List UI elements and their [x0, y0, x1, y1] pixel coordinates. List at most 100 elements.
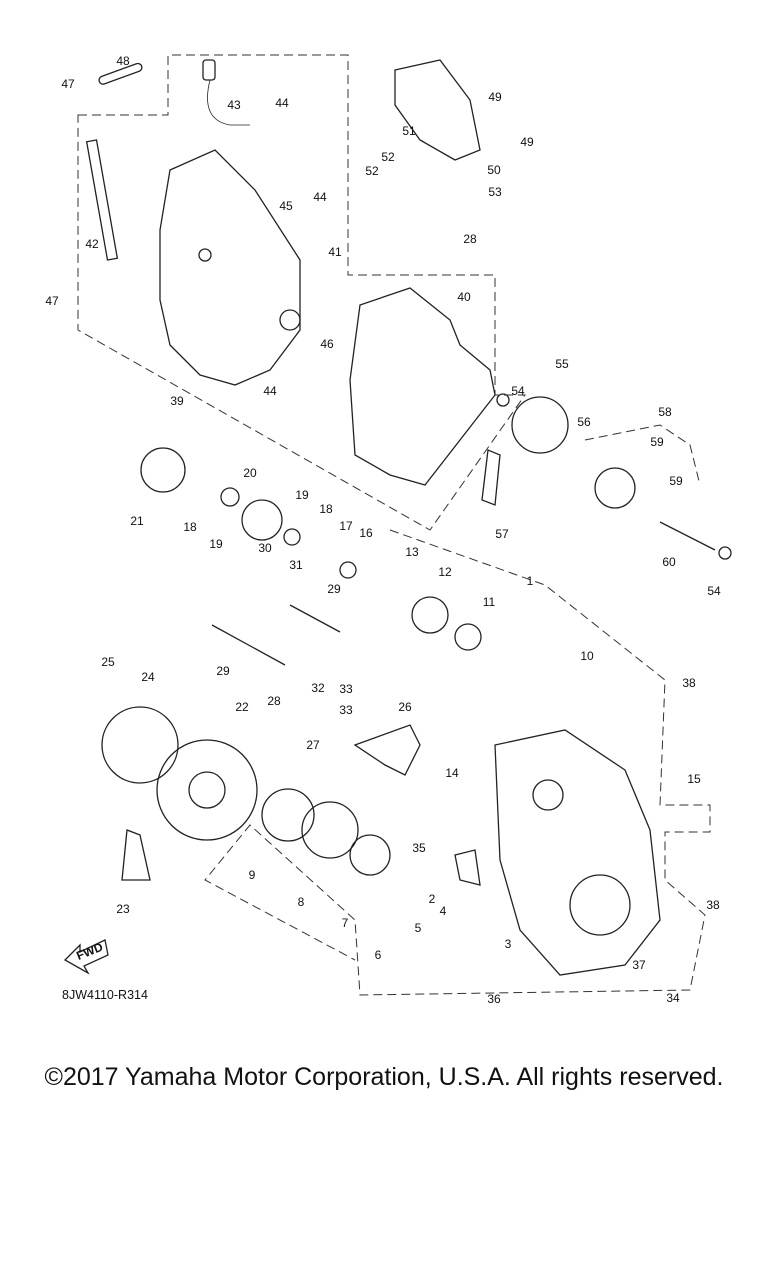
shaft-29 — [211, 624, 286, 666]
part-number-label: 38 — [706, 898, 720, 912]
motor-assembly — [394, 59, 481, 161]
shaft-60 — [659, 521, 716, 551]
part-number-label: 31 — [289, 558, 303, 572]
part-number-label: 27 — [306, 738, 320, 752]
part-number-label: 47 — [45, 294, 59, 308]
part-number-label: 33 — [339, 682, 353, 696]
part-number-label: 36 — [487, 992, 501, 1006]
cover-hole — [198, 248, 212, 262]
part-number-label: 24 — [141, 670, 155, 684]
part-number-label: 12 — [438, 565, 452, 579]
part-number-label: 59 — [650, 435, 664, 449]
part-number-label: 54 — [707, 584, 721, 598]
oring-9 — [261, 788, 315, 842]
chain-57 — [481, 449, 501, 506]
part-number-label: 11 — [483, 595, 496, 609]
part-number-label: 58 — [658, 405, 672, 419]
part-number-label: 49 — [488, 90, 502, 104]
part-number-label: 56 — [577, 415, 591, 429]
part-number-label: 22 — [235, 700, 249, 714]
part-number-label: 26 — [398, 700, 412, 714]
part-number-label: 59 — [669, 474, 683, 488]
part-number-label: 54 — [511, 384, 525, 398]
chain-23 — [121, 829, 151, 881]
part-number-label: 10 — [580, 649, 594, 663]
part-number-label: 52 — [365, 164, 379, 178]
seal-7 — [349, 834, 391, 876]
part-number-label: 43 — [227, 98, 241, 112]
part-number-label: 14 — [445, 766, 459, 780]
part-number-label: 32 — [311, 681, 325, 695]
part-number-label: 19 — [209, 537, 223, 551]
gear-22-hub — [188, 771, 226, 809]
sensor — [202, 59, 216, 81]
part-number-label: 37 — [632, 958, 646, 972]
part-number-label: 39 — [170, 394, 184, 408]
part-number-label: 49 — [520, 135, 534, 149]
part-number-label: 29 — [216, 664, 230, 678]
part-number-label: 35 — [412, 841, 426, 855]
part-number-label: 57 — [495, 527, 509, 541]
cover-hole — [279, 309, 301, 331]
part-number-label: 7 — [342, 916, 349, 930]
washer — [496, 393, 510, 407]
part-number-label: 28 — [463, 232, 477, 246]
part-number-label: 15 — [687, 772, 701, 786]
washer — [718, 546, 732, 560]
bar-48 — [98, 62, 143, 85]
case-bearing — [532, 779, 564, 811]
part-number-label: 21 — [130, 514, 144, 528]
group-outline-sprocket — [584, 424, 701, 486]
part-number-label: 23 — [116, 902, 130, 916]
sensor-wire — [207, 79, 250, 126]
part-number-label: 30 — [258, 541, 272, 555]
part-number-label: 5 — [415, 921, 422, 935]
part-number-label: 44 — [275, 96, 289, 110]
part-number-label: 42 — [85, 237, 99, 251]
part-number-label: 38 — [682, 676, 696, 690]
part-number-label: 34 — [666, 991, 680, 1005]
part-number-label: 20 — [243, 466, 257, 480]
part-number-label: 48 — [116, 54, 130, 68]
copyright-notice: ©2017 Yamaha Motor Corporation, U.S.A. A… — [44, 1063, 724, 1091]
part-number-label: 25 — [101, 655, 115, 669]
part-number-label: 8 — [298, 895, 305, 909]
gasket — [349, 287, 496, 486]
gear-21 — [140, 447, 186, 493]
gear-24 — [101, 706, 179, 784]
part-number-label: 2 — [429, 892, 436, 906]
part-number-label: 47 — [61, 77, 75, 91]
shaft-29 — [289, 604, 341, 633]
part-number-label: 4 — [440, 904, 447, 918]
part-number-label: 3 — [505, 937, 512, 951]
part-number-label: 50 — [487, 163, 501, 177]
washer — [283, 528, 301, 546]
case-boss — [569, 874, 631, 936]
part-number-label: 45 — [279, 199, 293, 213]
part-number-label: 40 — [457, 290, 471, 304]
part-number-label: 44 — [263, 384, 277, 398]
part-number-label: 52 — [381, 150, 395, 164]
part-number-label: 55 — [555, 357, 569, 371]
fwd-arrow-icon: FWD — [63, 939, 109, 975]
bearing-12 — [411, 596, 449, 634]
sprocket-55 — [511, 396, 569, 454]
gear-20 — [241, 499, 283, 541]
part-number-label: 19 — [295, 488, 309, 502]
diagram-code: 8JW4110-R314 — [62, 988, 148, 1002]
part-number-label: 51 — [402, 124, 416, 138]
group-outline-cover — [77, 54, 526, 531]
case — [494, 729, 661, 976]
part-number-label: 17 — [339, 519, 353, 533]
part-number-label: 33 — [339, 703, 353, 717]
bearing-8 — [301, 801, 359, 859]
case-cover — [159, 149, 301, 386]
part-number-label: 28 — [267, 694, 281, 708]
gear-22 — [156, 739, 258, 841]
part-number-label: 41 — [328, 245, 342, 259]
guide-2 — [454, 849, 481, 886]
part-number-label: 60 — [662, 555, 676, 569]
lever-26 — [353, 724, 421, 776]
part-number-label: 1 — [527, 574, 534, 588]
washer — [339, 561, 357, 579]
